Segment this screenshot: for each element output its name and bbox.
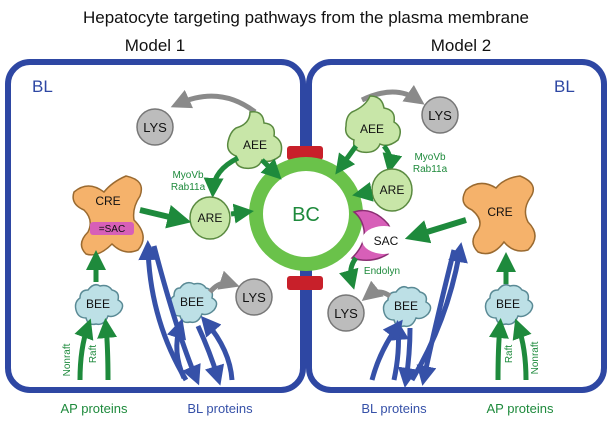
m2-bl-arrow-3 (389, 320, 409, 381)
m2-cre-label: CRE (487, 205, 512, 219)
m2-bee-mid (382, 285, 432, 328)
m1-sac-label: =SAC (99, 224, 125, 235)
m2-bee-right-label: BEE (496, 297, 520, 311)
m1-bee-to-lys-arrow (208, 270, 240, 294)
m2-endolyn-label: Endolyn (364, 266, 400, 277)
m2-are-label: ARE (380, 183, 405, 197)
m2-lys-top (421, 96, 459, 134)
model2-label: Model 2 (431, 36, 491, 55)
m2-cre (462, 175, 536, 255)
m1-are-label: ARE (198, 211, 223, 225)
m1-rab11a-label: Rab11a (171, 182, 206, 193)
m1-aee-to-lys-arrow (170, 89, 257, 114)
m2-sac-core (362, 226, 406, 254)
model1-label: Model 1 (125, 36, 185, 55)
m1-bl-arrow-3 (166, 318, 187, 380)
m1-bl-arrow-5 (200, 315, 235, 381)
m1-bee-left (74, 283, 124, 326)
m1-lys-bottom-label: LYS (242, 290, 266, 305)
m2-nonraft-label: Nonraft (530, 341, 541, 374)
m2-lys-bottom-label: LYS (334, 306, 358, 321)
m2-bl-arrow-2 (416, 249, 457, 386)
m2-rab11a-label: Rab11a (413, 164, 448, 175)
m2-bee-right (484, 283, 534, 326)
m2-sac-label: SAC (374, 234, 399, 248)
bc-label: BC (292, 204, 320, 226)
m2-bl-arrow-4 (397, 327, 418, 388)
right-bl-label: BL (554, 77, 575, 96)
m2-aee-to-lys-arrow (360, 84, 425, 105)
m2-aee-to-bc-arrow (335, 144, 359, 175)
m2-ap-proteins-label: AP proteins (487, 401, 554, 416)
m2-myovb-label: MyoVb (414, 152, 446, 163)
m2-bee-mid-label: BEE (394, 299, 418, 313)
m1-aee-label: AEE (243, 138, 267, 152)
m1-bee-left-label: BEE (86, 297, 110, 311)
m1-bee-mid-label: BEE (180, 295, 204, 309)
m1-lys-top (136, 108, 174, 146)
m1-lys-top-label: LYS (143, 120, 167, 135)
m2-lys-bottom (327, 294, 365, 332)
m1-cre-to-are-arrow (139, 204, 192, 229)
m1-nonraft-arrow (74, 318, 94, 381)
bottom-tight-junction (287, 276, 323, 290)
m1-are-to-bc-arrow (230, 203, 254, 224)
left-bl-label: BL (32, 77, 53, 96)
m1-lys-bottom (235, 278, 273, 316)
m2-cre-to-sac-arrow (404, 217, 467, 244)
diagram-title: Hepatocyte targeting pathways from the p… (83, 8, 529, 27)
m1-ap-proteins-label: AP proteins (61, 401, 128, 416)
m1-sac-box (90, 222, 134, 235)
m1-bl-arrow-4 (195, 324, 225, 386)
m1-bl-proteins-label: BL proteins (187, 401, 253, 416)
top-tight-junction (287, 146, 323, 160)
m2-are-to-bc-arrow (352, 182, 374, 202)
m1-nonraft-label: Nonraft (62, 343, 73, 376)
m1-myovb-label: MyoVb (172, 170, 204, 181)
m2-bee-to-lys-arrow (361, 280, 392, 301)
m2-lys-top-label: LYS (428, 108, 452, 123)
m1-aee-to-are-arrow (203, 155, 240, 198)
m1-cre (72, 175, 144, 256)
m2-raft-arrow (488, 318, 509, 381)
m1-cre-label: CRE (95, 194, 120, 208)
m2-aee-label: AEE (360, 122, 384, 136)
m1-aee-to-bc-arrow (260, 158, 282, 180)
m2-raft-label: Raft (504, 345, 515, 364)
m1-raft-label: Raft (88, 345, 99, 364)
m2-aee-to-are-arrow (382, 144, 403, 174)
m2-aee (344, 95, 401, 154)
m2-bl-proteins-label: BL proteins (361, 401, 427, 416)
m2-nonraft-arrow (512, 318, 532, 381)
m2-sac-to-lys-arrow (339, 256, 359, 290)
m2-bl-arrow-5 (369, 319, 403, 381)
m1-raft-arrow (97, 318, 118, 381)
